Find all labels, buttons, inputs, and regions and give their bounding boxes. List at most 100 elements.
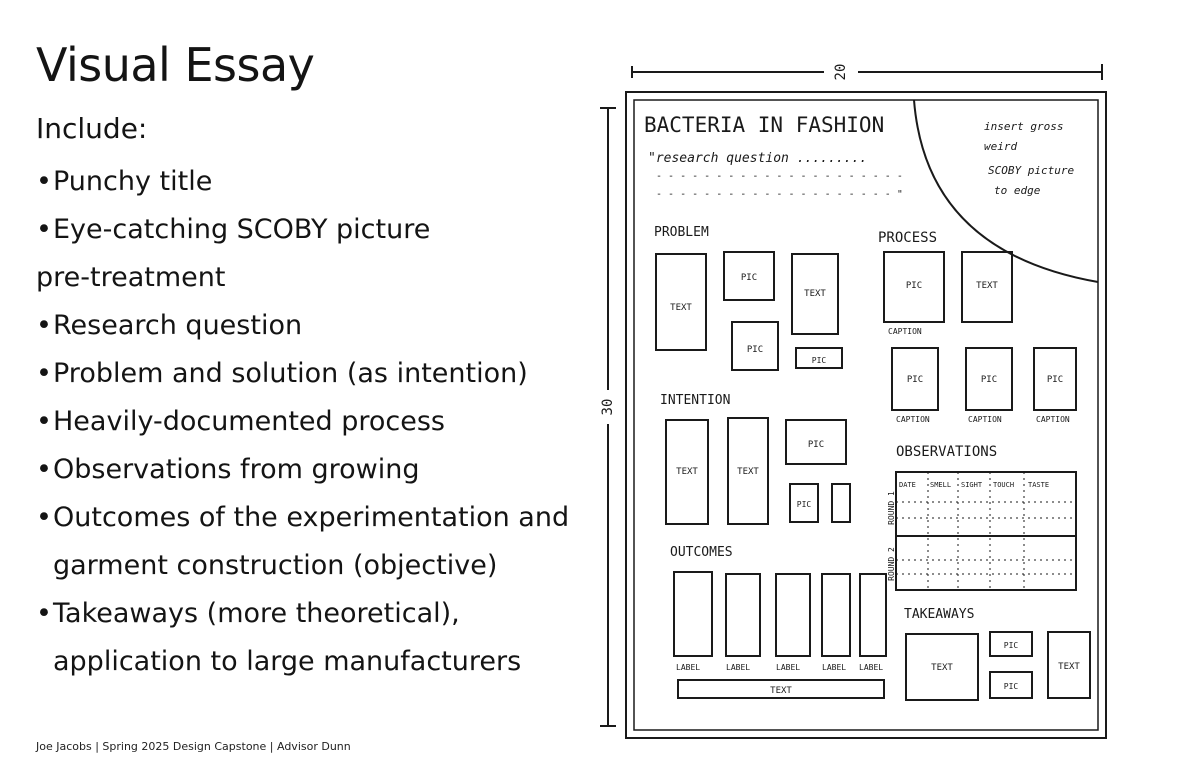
table-col-header: TASTE — [1028, 481, 1049, 489]
round-1-label: ROUND 1 — [887, 491, 896, 525]
sketch-box — [831, 483, 851, 523]
outcome-label: LABEL — [776, 663, 800, 672]
box-label: PIC — [907, 375, 923, 385]
caption-label: CAPTION — [1036, 415, 1070, 424]
table-frame — [895, 471, 1077, 591]
sketch-box — [725, 573, 761, 657]
sketch-box — [673, 571, 713, 657]
box-label: PIC — [797, 500, 812, 509]
outcome-label: LABEL — [822, 663, 846, 672]
page-title: Visual Essay — [36, 38, 315, 92]
height-label: 30 — [600, 399, 616, 416]
bullet: • — [36, 406, 52, 437]
width-label: 20 — [833, 64, 849, 81]
svg-text:SCOBY picture: SCOBY picture — [988, 164, 1074, 177]
sketch-box — [665, 419, 709, 525]
box-label: TEXT — [670, 303, 692, 313]
research-dots-2: - - - - - - - - - - - - - - - - - - - - … — [656, 189, 903, 200]
box-label: PIC — [808, 440, 824, 450]
corner-picture-arc — [913, 99, 1099, 283]
observations-table: DATE SMELL SIGHT TOUCH TASTE ROUND 1 ROU… — [887, 471, 1077, 591]
height-dimension: 30 — [600, 107, 616, 727]
section-outcomes: OUTCOMES — [670, 545, 733, 560]
sketch-box — [989, 631, 1033, 657]
poster-inner-frame — [633, 99, 1099, 731]
section-observations: OBSERVATIONS — [896, 444, 997, 460]
box-label: PIC — [1004, 682, 1019, 691]
sketch-box — [723, 251, 775, 301]
sketch-box — [961, 251, 1013, 323]
outcome-label: LABEL — [676, 663, 700, 672]
box-label: TEXT — [1058, 662, 1080, 672]
box-label: TEXT — [931, 663, 953, 673]
bullet: • — [36, 214, 52, 245]
round-2-label: ROUND 2 — [887, 547, 896, 581]
outcome-label: LABEL — [726, 663, 750, 672]
sketch-box — [785, 419, 847, 465]
sketch-box — [965, 347, 1013, 411]
sketch-box — [791, 253, 839, 335]
box-label: PIC — [981, 375, 997, 385]
svg-text:weird: weird — [984, 140, 1017, 153]
sketch-box — [727, 417, 769, 525]
table-col-header: DATE — [899, 481, 916, 489]
bullet: • — [36, 358, 52, 389]
caption-label: CAPTION — [896, 415, 930, 424]
include-list: •Punchy title •Eye-catching SCOBY pictur… — [36, 158, 569, 686]
corner-note: insert gross weird SCOBY picture to edge — [984, 120, 1074, 197]
box-label: TEXT — [770, 686, 792, 696]
box-label: PIC — [906, 281, 922, 291]
list-item: •Problem and solution (as intention) — [36, 350, 569, 398]
sketch-heading: BACTERIA IN FASHION — [644, 113, 884, 137]
list-item: •Takeaways (more theoretical),applicatio… — [36, 590, 569, 686]
list-item: •Heavily-documented process — [36, 398, 569, 446]
bullet: • — [36, 454, 52, 485]
footer-credit: Joe Jacobs | Spring 2025 Design Capstone… — [36, 740, 351, 753]
box-label: PIC — [1047, 375, 1063, 385]
width-dimension: 20 — [631, 64, 1103, 81]
poster-frame — [625, 91, 1107, 739]
section-intention: INTENTION — [660, 393, 730, 408]
sketch-box — [1047, 631, 1091, 699]
sketch-box — [795, 347, 843, 369]
sketch-box — [789, 483, 819, 523]
caption-label: CAPTION — [888, 327, 922, 336]
bullet: • — [36, 166, 52, 197]
table-col-header: SIGHT — [961, 481, 983, 489]
caption-label: CAPTION — [968, 415, 1002, 424]
outcomes-boxes: LABEL LABEL LABEL LABEL LABEL TEXT — [673, 571, 887, 699]
sketch-box — [989, 671, 1033, 699]
sketch-box — [905, 633, 979, 701]
bullet: • — [36, 598, 52, 629]
list-item: •Research question — [36, 302, 569, 350]
list-item: •Observations from growing — [36, 446, 569, 494]
section-process: PROCESS — [878, 230, 937, 246]
sketch-box — [677, 679, 885, 699]
box-label: PIC — [812, 356, 827, 365]
list-item: •Punchy title — [36, 158, 569, 206]
table-col-header: SMELL — [930, 481, 951, 489]
table-col-header: TOUCH — [993, 481, 1014, 489]
box-label: PIC — [1004, 641, 1019, 650]
bullet: • — [36, 502, 52, 533]
section-takeaways: TAKEAWAYS — [904, 607, 974, 622]
box-label: PIC — [741, 273, 757, 283]
box-label: TEXT — [804, 289, 826, 299]
box-label: TEXT — [676, 467, 698, 477]
sketch-box — [891, 347, 939, 411]
section-problem: PROBLEM — [654, 225, 709, 240]
outcome-label: LABEL — [859, 663, 883, 672]
box-label: TEXT — [737, 467, 759, 477]
sketch-box — [1033, 347, 1077, 411]
sketch-box — [775, 573, 811, 657]
include-subhead: Include: — [36, 112, 148, 145]
sketch-box — [859, 573, 887, 657]
box-label: TEXT — [976, 281, 998, 291]
sketch-box — [883, 251, 945, 323]
box-label: PIC — [747, 345, 763, 355]
research-dots-1: - - - - - - - - - - - - - - - - - - - - … — [656, 171, 903, 182]
sketch-box — [655, 253, 707, 351]
sketch-box — [821, 573, 851, 657]
research-question: "research question ......... — [648, 151, 867, 166]
